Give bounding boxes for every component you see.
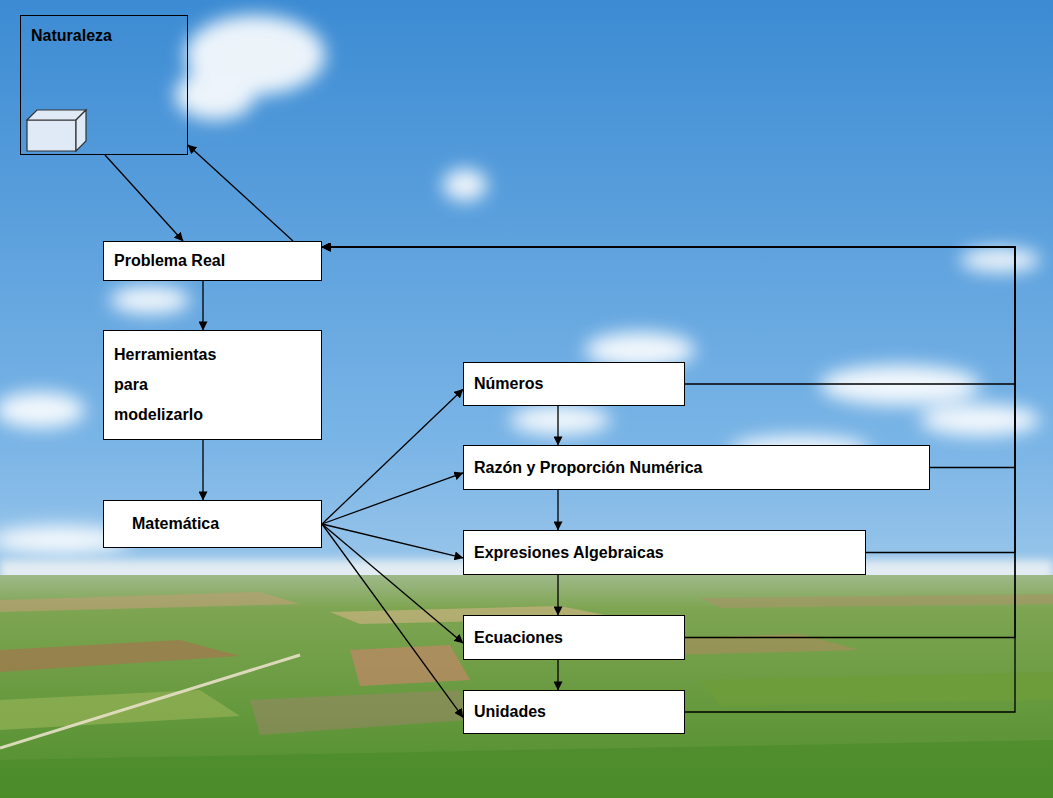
topic-box: Razón y Proporción Numérica bbox=[463, 445, 930, 490]
clouds bbox=[0, 15, 1040, 554]
arrow-connector bbox=[322, 247, 1015, 638]
topic-box: Números bbox=[463, 362, 685, 406]
arrow-connector bbox=[188, 145, 293, 241]
arrow-connector bbox=[322, 247, 1015, 468]
box-label: Números bbox=[474, 374, 543, 393]
nature-box: Naturaleza bbox=[20, 15, 188, 155]
box-label: Problema Real bbox=[114, 251, 225, 270]
box-label: Unidades bbox=[474, 702, 546, 721]
arrow-connector bbox=[557, 490, 558, 530]
arrow-connector bbox=[322, 524, 463, 717]
dirt-road bbox=[0, 655, 300, 748]
box-label: Ecuaciones bbox=[474, 628, 563, 647]
box-label: Herramientas para modelizarlo bbox=[114, 340, 239, 430]
arrow-connector bbox=[557, 660, 558, 690]
box-label: Naturaleza bbox=[31, 26, 112, 45]
topic-box: Expresiones Algebraicas bbox=[463, 530, 866, 575]
topic-box: Unidades bbox=[463, 690, 685, 734]
cube-icon bbox=[27, 110, 86, 151]
box-label: Razón y Proporción Numérica bbox=[474, 458, 703, 477]
process-box: Matemática bbox=[103, 500, 322, 548]
arrow-connector bbox=[322, 524, 463, 643]
arrow-connector bbox=[322, 247, 1015, 553]
field-patches bbox=[0, 592, 1053, 798]
process-box: Problema Real bbox=[103, 241, 322, 281]
box-label: Matemática bbox=[132, 514, 219, 533]
box-label: Expresiones Algebraicas bbox=[474, 543, 664, 562]
arrow-connector bbox=[557, 575, 558, 615]
arrow-connector bbox=[322, 247, 1015, 712]
arrow-connector bbox=[322, 389, 463, 524]
topic-box: Ecuaciones bbox=[463, 615, 685, 660]
arrow-connector bbox=[557, 406, 558, 445]
process-box: Herramientas para modelizarlo bbox=[103, 330, 322, 440]
arrow-connector bbox=[322, 473, 463, 524]
arrow-connector bbox=[105, 155, 183, 241]
arrow-connector bbox=[202, 281, 203, 330]
arrow-connector bbox=[202, 440, 203, 500]
